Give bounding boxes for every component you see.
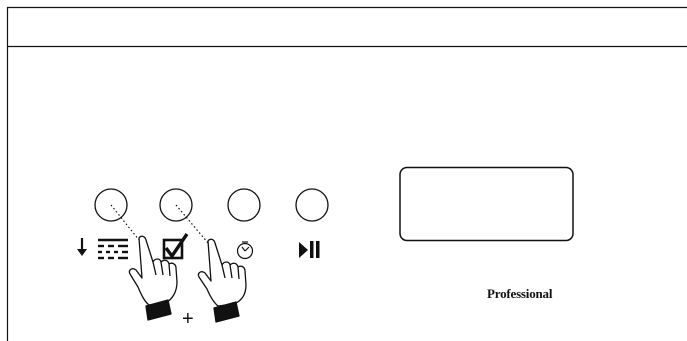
button-timer[interactable] [227, 188, 261, 222]
press-indicator-right [175, 204, 209, 244]
combo-plus-symbol: + [182, 308, 194, 330]
timer-icon [236, 241, 254, 260]
display-window [399, 166, 574, 242]
press-indicator-left [110, 204, 140, 241]
pointing-hand-icon-left [128, 235, 178, 321]
dashed-lines-icon [98, 238, 128, 260]
play-pause-icon [299, 241, 320, 258]
brand-label: Professional [487, 286, 553, 301]
panel-outline [6, 6, 687, 341]
button-start-pause[interactable] [295, 188, 329, 222]
checkbox-checked-icon [162, 233, 189, 260]
arrow-down-icon [77, 238, 87, 256]
pointing-hand-icon-right [197, 238, 247, 323]
